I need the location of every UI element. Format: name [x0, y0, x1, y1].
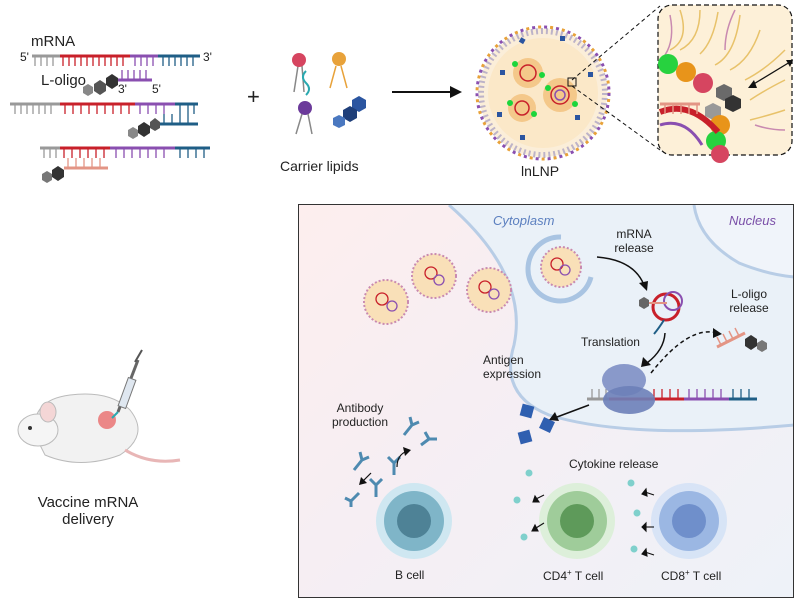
antigen-line2: expression	[483, 367, 542, 381]
antibody-production-label: Antibody production	[325, 401, 395, 429]
lnlnp-particle	[475, 25, 611, 161]
l-oligo-release-label: L-oligo release	[719, 287, 779, 315]
cd4-cell-graphic	[539, 483, 615, 559]
mrna-strand-top	[32, 54, 200, 66]
vaccine-delivery-label: Vaccine mRNA delivery	[18, 494, 158, 528]
vaccine-delivery-line1: Vaccine mRNA	[37, 494, 139, 511]
oligo-three-prime: 3'	[118, 82, 127, 96]
antigen-expression-label: Antigen expression	[483, 353, 541, 381]
cd8-sup: +	[685, 568, 690, 577]
released-l-oligo	[716, 327, 767, 352]
mrna-five-prime: 5'	[20, 50, 29, 64]
l-oligo-release-line1: L-oligo	[730, 287, 768, 301]
cytokine-release-label: Cytokine release	[569, 457, 659, 471]
antibody-line2: production	[331, 415, 389, 429]
endosome	[525, 234, 594, 304]
carrier-lipids-label: Carrier lipids	[280, 158, 359, 174]
mrna-three-prime: 3'	[203, 50, 212, 64]
cd8-suffix: T cell	[689, 569, 722, 583]
antigen-cubes	[517, 403, 555, 445]
antibodies	[344, 416, 437, 507]
cytoplasm-label: Cytoplasm	[493, 213, 555, 228]
antigen-line1: Antigen	[483, 353, 524, 367]
zoom-line-top	[571, 5, 661, 81]
cd8-cell-graphic	[651, 483, 727, 559]
mrna-release-label: mRNA release	[604, 227, 664, 255]
oligo-five-prime: 5'	[152, 82, 161, 96]
plus-sign: +	[247, 84, 260, 109]
lnp-particles-cytoplasm	[363, 253, 512, 325]
translation-label: Translation	[581, 335, 640, 349]
mrna-label: mRNA	[31, 33, 76, 50]
cd8-t-cell-label: CD8+ T cell	[661, 568, 721, 583]
process-arrow	[392, 86, 462, 98]
vaccine-delivery-line2: delivery	[62, 511, 114, 528]
mrna-duplex-3	[40, 146, 210, 183]
l-oligo-release-line2: release	[729, 301, 769, 315]
l-oligo	[83, 70, 152, 96]
cd8-prefix: CD8	[661, 569, 686, 583]
lnlnp-label: lnLNP	[521, 163, 560, 179]
antibody-line1: Antibody	[336, 401, 384, 415]
translating-mrna	[587, 364, 757, 414]
b-cell-label: B cell	[395, 568, 425, 582]
cd4-suffix: T cell	[571, 569, 604, 583]
b-cell-graphic	[376, 483, 452, 559]
cd4-prefix: CD4	[543, 569, 568, 583]
carrier-lipids	[292, 52, 366, 135]
released-mrna	[639, 291, 683, 335]
mrna-release-line1: mRNA	[616, 227, 652, 241]
cd4-sup: +	[567, 568, 572, 577]
cd4-t-cell-label: CD4+ T cell	[543, 568, 603, 583]
cytokine-dots	[513, 469, 641, 553]
mrna-release-line2: release	[614, 241, 654, 255]
l-oligo-label: L-oligo	[41, 72, 87, 89]
cell-panel: Cytoplasm Nucleus mRNA release Translati…	[298, 204, 794, 598]
mrna-duplex-2	[10, 102, 198, 139]
cell-diagram	[344, 205, 793, 559]
mouse-illustration	[17, 349, 181, 463]
zoom-inset	[657, 4, 793, 163]
top-diagram: +	[10, 4, 793, 183]
nucleus-label: Nucleus	[729, 213, 776, 228]
